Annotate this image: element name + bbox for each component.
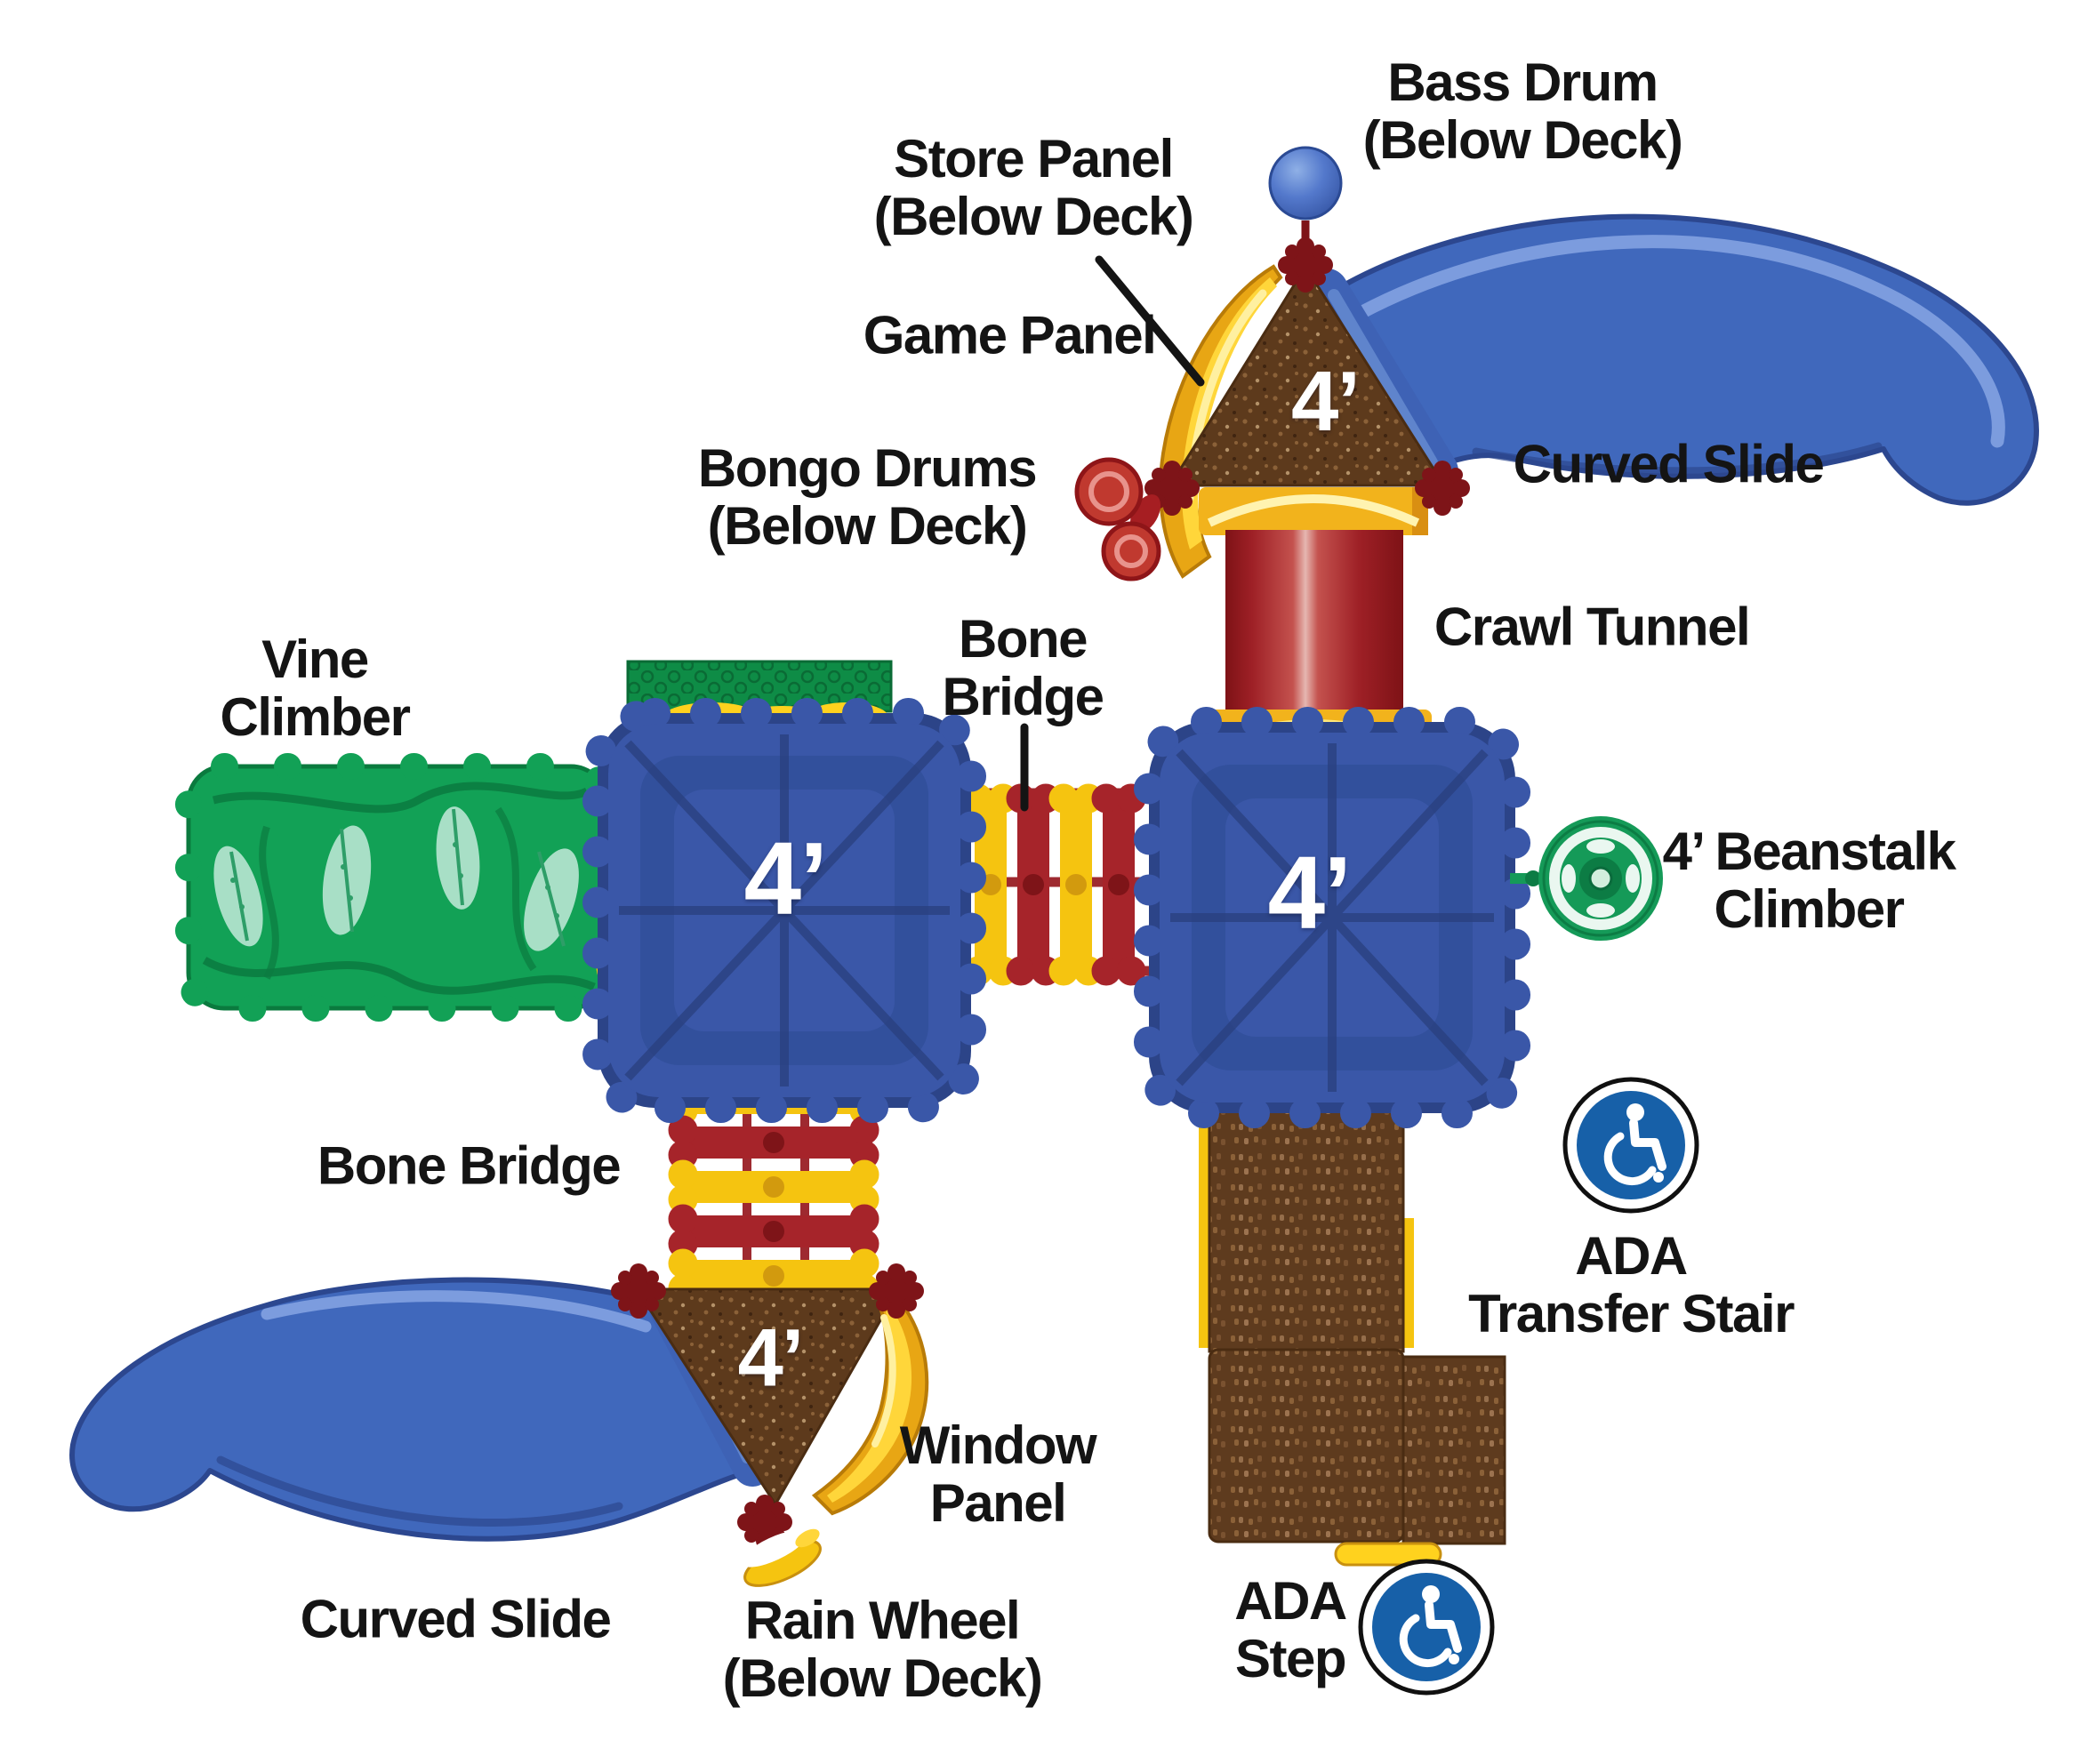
bongo-drums-label-line2: (Below Deck) xyxy=(707,496,1028,556)
vine-climber-label-line2: Climber xyxy=(220,687,411,747)
vine-climber-label: Vine Climber xyxy=(220,629,411,747)
left-deck xyxy=(582,698,986,1123)
ada-step-label: ADA Step xyxy=(1234,1571,1347,1688)
vine-climber-label-line1: Vine xyxy=(261,629,369,690)
left-deck-height-mark: 4’ xyxy=(743,821,829,936)
curved-slide-top xyxy=(1305,213,2039,506)
curved-slide-bottom xyxy=(69,1277,772,1542)
ada-step-label-line1: ADA xyxy=(1234,1571,1347,1632)
curved-slide-top-label: Curved Slide xyxy=(1513,434,1825,494)
bongo-drums-label-line1: Bongo Drums xyxy=(697,438,1038,499)
crawl-tunnel-label: Crawl Tunnel xyxy=(1433,597,1751,657)
right-deck xyxy=(1134,707,1530,1128)
bass-drum-label-line2: (Below Deck) xyxy=(1362,110,1683,170)
window-panel-label-line1: Window xyxy=(899,1415,1097,1476)
vine-leaf xyxy=(213,806,579,951)
window-panel-label-line2: Panel xyxy=(929,1473,1067,1533)
beanstalk-climber-label-line2: Climber xyxy=(1714,879,1905,939)
beanstalk-climber-label: 4’ Beanstalk Climber xyxy=(1662,822,1956,939)
bottom-triangle-deck xyxy=(611,1263,929,1587)
tunnel-body xyxy=(1225,530,1403,715)
ada-transfer-stair-label-line1: ADA xyxy=(1575,1226,1688,1287)
bongo-drums xyxy=(1074,457,1161,581)
rain-wheel-label-line2: (Below Deck) xyxy=(722,1648,1043,1708)
bone-bridge-center-label-line2: Bridge xyxy=(942,667,1104,726)
bass-drum-label: Bass Drum (Below Deck) xyxy=(1362,52,1683,170)
game-panel-label: Game Panel xyxy=(863,305,1157,365)
wheelchair-icon xyxy=(1565,1079,1697,1211)
bone-bridge-center-label-line1: Bone xyxy=(959,609,1088,670)
bone-bridge-left-label: Bone Bridge xyxy=(317,1135,622,1196)
top-triangle-deck xyxy=(1144,146,1470,516)
rain-wheel xyxy=(741,1528,822,1587)
bottom-deck-height-mark: 4’ xyxy=(737,1312,805,1404)
bone-bridge-horizontal xyxy=(963,783,1149,986)
ada-step-label-line2: Step xyxy=(1234,1629,1347,1688)
wheelchair-icon xyxy=(1361,1561,1492,1693)
ada-transfer-stair-label-line2: Transfer Stair xyxy=(1468,1284,1795,1343)
ada-step-platform xyxy=(1334,1542,1442,1567)
right-deck-height-mark: 4’ xyxy=(1267,835,1353,950)
ada-transfer-stair-label: ADA Transfer Stair xyxy=(1468,1226,1795,1343)
bongo-drums-label: Bongo Drums (Below Deck) xyxy=(697,438,1038,556)
top-deck-height-mark: 4’ xyxy=(1290,354,1361,449)
beanstalk-climber xyxy=(1510,816,1663,941)
store-panel-label: Store Panel (Below Deck) xyxy=(873,129,1194,246)
rain-wheel-label: Rain Wheel (Below Deck) xyxy=(722,1591,1043,1708)
store-panel-leader-line xyxy=(1095,255,1205,387)
bass-drum xyxy=(1268,146,1343,220)
beanstalk-climber-label-line1: 4’ Beanstalk xyxy=(1662,822,1956,882)
bone-bridge-center-label: Bone Bridge xyxy=(942,609,1104,726)
store-panel-label-line2: (Below Deck) xyxy=(873,187,1194,246)
bass-drum-label-line1: Bass Drum xyxy=(1387,52,1658,113)
curved-slide-bottom-label: Curved Slide xyxy=(300,1589,612,1649)
ada-transfer-ramp xyxy=(1199,1099,1506,1567)
vine-climber xyxy=(175,753,620,1022)
window-panel xyxy=(811,1294,929,1516)
store-panel-label-line1: Store Panel xyxy=(894,129,1174,189)
rain-wheel-label-line1: Rain Wheel xyxy=(744,1591,1021,1651)
window-panel-label: Window Panel xyxy=(899,1415,1097,1533)
